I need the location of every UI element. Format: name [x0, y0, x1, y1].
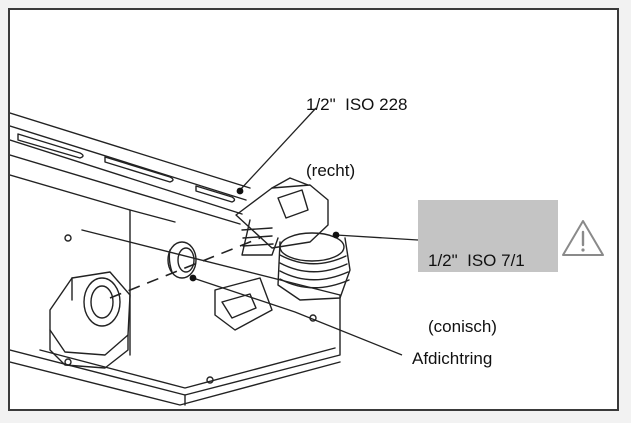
leader-line-iso228	[239, 107, 317, 191]
diagram-frame: 1/2" ISO 228 (recht) 1/2" ISO 7/1 (conis…	[8, 8, 619, 411]
mounting-rail	[10, 112, 251, 225]
leader-line-seal	[192, 277, 403, 356]
warning-triangle-icon	[562, 220, 604, 256]
leader-line-iso71	[335, 234, 419, 241]
sealing-ring	[167, 241, 197, 279]
callout-iso228-spec: 1/2" ISO 228	[306, 95, 408, 114]
appliance-housing	[10, 174, 341, 406]
elbow-fitting	[235, 177, 351, 301]
callout-iso228: 1/2" ISO 228 (recht)	[306, 50, 408, 226]
assembly-axis	[109, 237, 261, 299]
callout-iso71: 1/2" ISO 7/1 (conisch)	[418, 200, 558, 336]
leader-dot-iso71	[332, 231, 340, 239]
leader-dot-iso228	[236, 187, 244, 195]
callout-seal: Afdichtring	[412, 349, 493, 368]
callout-iso71-type: (conisch)	[428, 317, 497, 336]
callout-iso71-spec: 1/2" ISO 7/1	[428, 251, 525, 270]
female-socket	[49, 271, 131, 369]
callout-iso228-type: (recht)	[306, 161, 356, 180]
leader-dot-seal	[189, 274, 197, 282]
fitting-illustration	[10, 107, 419, 406]
